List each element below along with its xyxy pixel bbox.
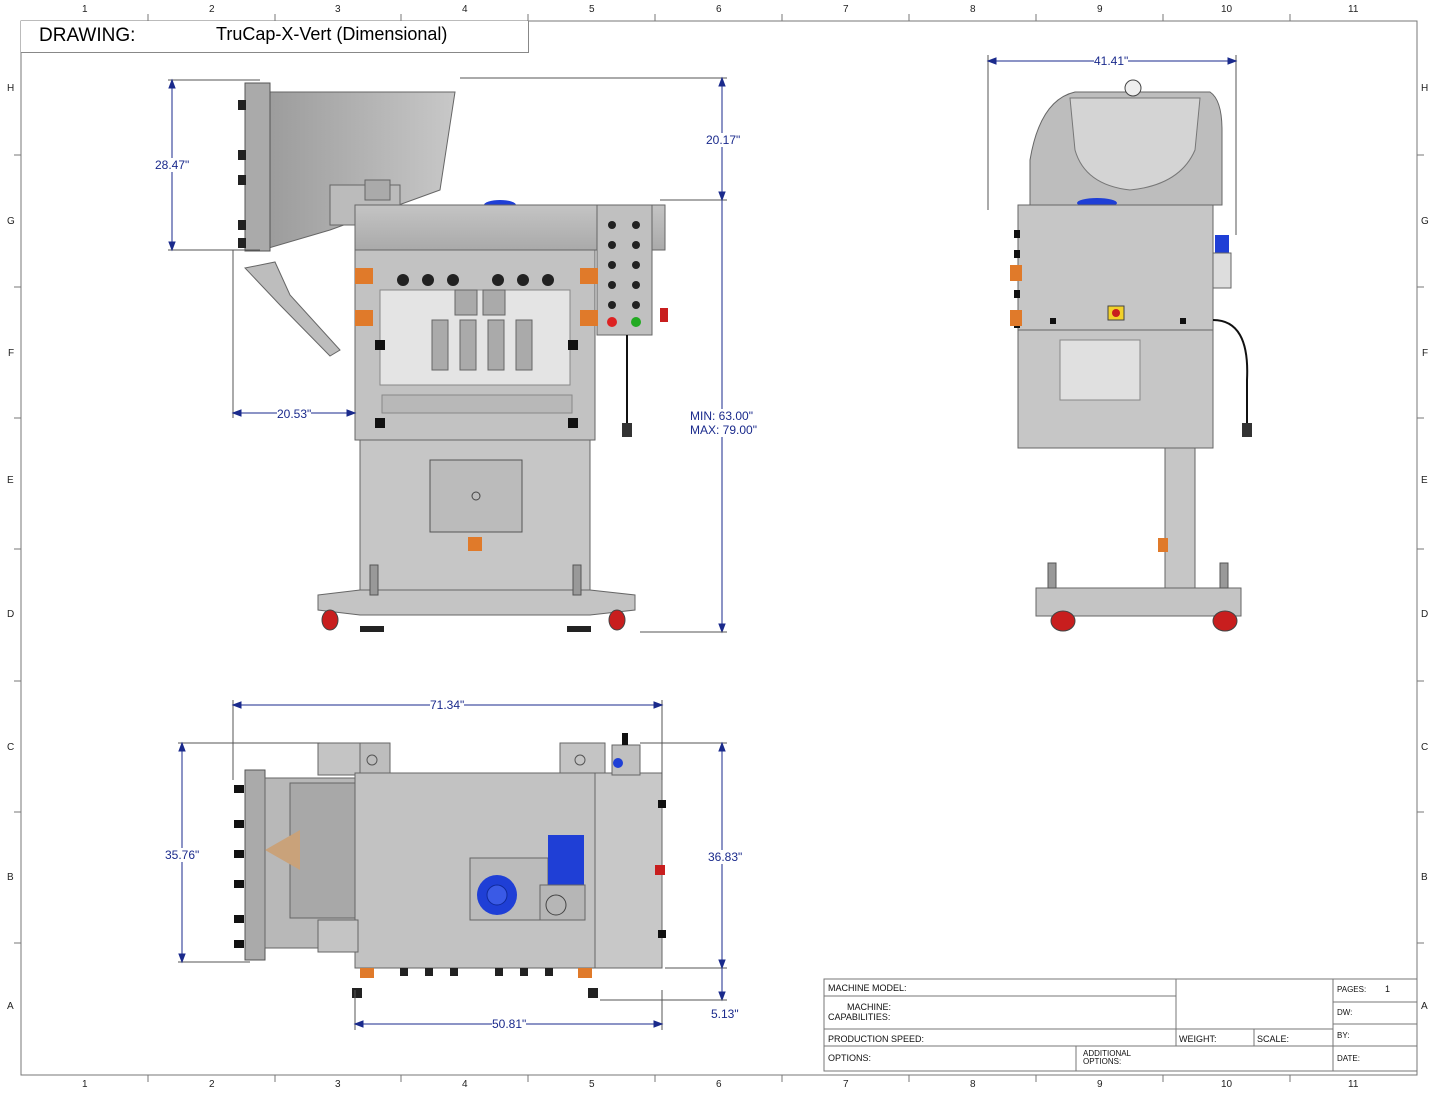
grid-row-label: B	[7, 872, 14, 883]
grid-row-label: H	[7, 83, 15, 94]
options-label: OPTIONS:	[828, 1053, 872, 1063]
scale-label: SCALE:	[1257, 1034, 1290, 1044]
grid-row-label: D	[1421, 609, 1429, 620]
machine-capabilities-label-2: CAPABILITIES:	[828, 1012, 891, 1022]
drawing-label: DRAWING:	[39, 25, 136, 46]
grid-col-label: 10	[1221, 4, 1233, 15]
grid-col-label: 5	[589, 4, 595, 15]
grid-col-label: 7	[843, 1079, 849, 1090]
dim-front-height-max: MAX: 79.00"	[690, 423, 757, 437]
drawing-title: TruCap-X-Vert (Dimensional)	[216, 24, 448, 44]
pages-label: PAGES:	[1337, 985, 1367, 994]
grid-row-label: F	[8, 348, 15, 359]
grid-row-label: A	[7, 1001, 14, 1012]
grid-col-label: 1	[82, 1079, 88, 1090]
grid-col-label: 3	[335, 4, 341, 15]
dim-front-hopper-height: 28.47"	[155, 158, 190, 172]
grid-row-label: C	[1421, 742, 1429, 753]
grid-col-label: 1	[82, 4, 88, 15]
dim-top-overall-length: 71.34"	[430, 698, 465, 712]
grid-row-label: E	[1421, 475, 1428, 486]
grid-col-label: 8	[970, 1079, 976, 1090]
grid-col-label: 6	[716, 4, 722, 15]
grid-row-label: G	[1421, 216, 1429, 227]
dim-front-top-height: 20.17"	[706, 133, 741, 147]
pages-value: 1	[1385, 984, 1391, 994]
grid-col-label: 7	[843, 4, 849, 15]
grid-row-label: A	[1421, 1001, 1428, 1012]
grid-col-label: 11	[1348, 4, 1359, 15]
grid-col-label: 4	[462, 4, 468, 15]
grid-row-label: E	[7, 475, 14, 486]
grid-col-label: 2	[209, 1079, 215, 1090]
grid-row-label: H	[1421, 83, 1429, 94]
dim-front-feed-offset: 20.53"	[277, 407, 312, 421]
grid-col-label: 5	[589, 1079, 595, 1090]
dim-top-depth-right: 36.83"	[708, 850, 743, 864]
dim-top-depth-left: 35.76"	[165, 848, 200, 862]
weight-label: WEIGHT:	[1179, 1034, 1217, 1044]
additional-options-label-1: ADDITIONAL	[1083, 1049, 1132, 1058]
drawing-title-box: DRAWING: TruCap-X-Vert (Dimensional)	[21, 21, 529, 53]
dim-top-base-length: 50.81"	[492, 1017, 527, 1031]
dim-top-offset: 5.13"	[711, 1007, 739, 1021]
dw-label: DW:	[1337, 1008, 1353, 1017]
grid-row-label: F	[1422, 348, 1429, 359]
grid-row-label: C	[7, 742, 15, 753]
grid-col-label: 11	[1348, 1079, 1359, 1090]
grid-col-label: 2	[209, 4, 215, 15]
grid-row-label: B	[1421, 872, 1428, 883]
machine-model-label: MACHINE MODEL:	[828, 983, 907, 993]
dim-side-width: 41.41"	[1094, 54, 1129, 68]
by-label: BY:	[1337, 1031, 1350, 1040]
grid-row-label: D	[7, 609, 15, 620]
front-hopper	[238, 82, 456, 252]
machine-capabilities-label-1: MACHINE:	[847, 1002, 892, 1012]
production-speed-label: PRODUCTION SPEED:	[828, 1034, 925, 1044]
grid-col-label: 4	[462, 1079, 468, 1090]
grid-row-label: G	[7, 216, 15, 227]
grid-col-label: 10	[1221, 1079, 1233, 1090]
dim-front-height-min: MIN: 63.00"	[690, 409, 753, 423]
grid-col-label: 9	[1097, 4, 1103, 15]
additional-options-label-2: OPTIONS:	[1083, 1057, 1122, 1066]
grid-col-label: 6	[716, 1079, 722, 1090]
grid-col-label: 9	[1097, 1079, 1103, 1090]
date-label: DATE:	[1337, 1054, 1360, 1063]
grid-col-label: 8	[970, 4, 976, 15]
grid-col-label: 3	[335, 1079, 341, 1090]
